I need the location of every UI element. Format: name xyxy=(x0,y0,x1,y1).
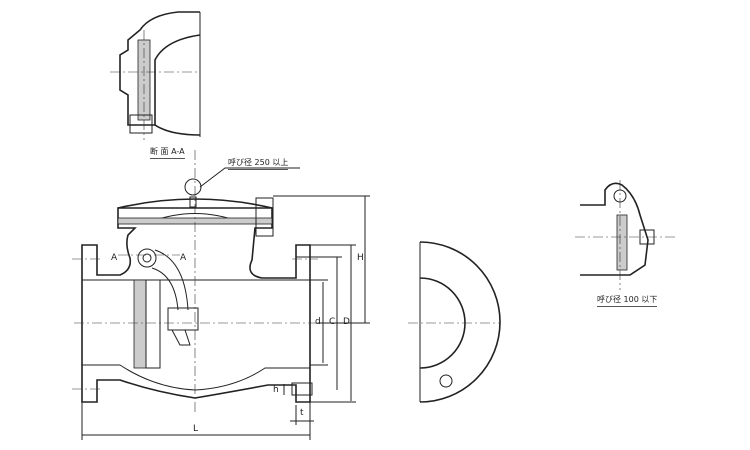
note-nominal-size-250-up: 呼び径 250 以上 xyxy=(228,157,289,170)
dimension-h-small: h xyxy=(273,385,279,395)
section-mark-right: A xyxy=(180,253,187,263)
dimension-t: t xyxy=(300,408,304,418)
section-mark-left: A xyxy=(111,253,118,263)
small-valve-detail xyxy=(575,180,675,290)
valve-body xyxy=(81,178,313,403)
dimension-c: C xyxy=(329,317,336,327)
section-caption: 断 面 A-A xyxy=(150,146,185,159)
note-nominal-size-100-down: 呼び径 100 以下 xyxy=(597,294,658,307)
dimension-d-large: D xyxy=(343,317,350,327)
dimension-d-small: d xyxy=(315,317,321,327)
section-a-a-view xyxy=(110,11,201,140)
dimension-h-upper: H xyxy=(357,253,364,263)
dimension-lines xyxy=(81,195,370,440)
dimension-l: L xyxy=(193,424,199,434)
flange-end-view xyxy=(408,241,501,403)
